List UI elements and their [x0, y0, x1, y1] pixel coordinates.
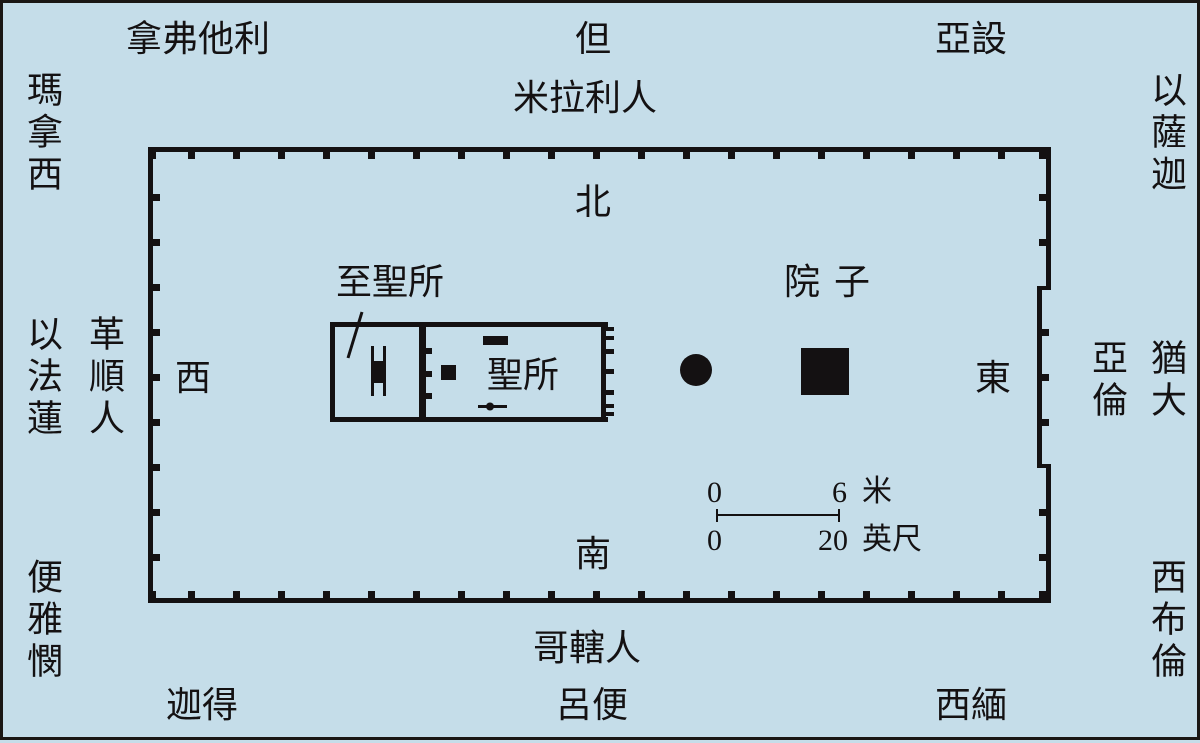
tribe-gad: 迦得 — [166, 685, 239, 726]
label-courtyard: 院子 — [784, 262, 885, 303]
tribe-ephraim: 以法蓮 — [21, 315, 62, 441]
courtyard-pillars — [148, 152, 1049, 598]
tribe-simeon: 西緬 — [935, 685, 1008, 726]
scale-bar — [716, 509, 840, 522]
clan-merarites: 米拉利人 — [513, 78, 658, 119]
tribe-issachar: 以薩迦 — [1145, 71, 1186, 197]
courtyard-wall-east-upper — [1046, 147, 1051, 289]
diagram-graphics — [148, 147, 1051, 603]
tabernacle-structure — [330, 322, 614, 422]
clan-aaron: 亞倫 — [1086, 339, 1127, 423]
scale-imperial-max: 20 — [818, 524, 848, 557]
incense-altar-icon — [441, 365, 456, 380]
label-most-holy-place: 至聖所 — [336, 262, 445, 303]
courtyard-wall-east-screen — [1037, 286, 1042, 468]
laver-icon — [680, 354, 712, 386]
clan-gershonites: 革順人 — [83, 315, 124, 441]
ark-of-covenant-icon — [371, 346, 386, 396]
scale-imperial-unit: 英尺 — [862, 522, 922, 557]
tribe-manasseh: 瑪拿西 — [21, 71, 62, 197]
tribe-zebulun: 西布倫 — [1145, 558, 1186, 684]
courtyard-wall-south — [148, 598, 1051, 603]
direction-south: 南 — [575, 534, 612, 575]
courtyard-wall-west — [148, 147, 153, 603]
tribe-asher: 亞設 — [935, 19, 1008, 60]
scale-metric-unit: 米 — [862, 474, 892, 509]
lampstand-icon — [478, 402, 507, 411]
tribe-dan: 但 — [575, 19, 612, 60]
tribe-reuben: 呂便 — [556, 685, 629, 726]
table-of-showbread-icon — [483, 336, 508, 345]
bronze-altar-icon — [801, 348, 849, 395]
direction-north: 北 — [575, 182, 612, 223]
direction-west: 西 — [175, 358, 212, 399]
veil-divider — [419, 322, 426, 422]
tribe-judah: 猶大 — [1145, 339, 1186, 423]
courtyard-wall-east-lower — [1046, 464, 1051, 603]
direction-east: 東 — [975, 358, 1012, 399]
tribe-naphtali: 拿弗他利 — [126, 19, 271, 60]
most-holy-place-leader — [346, 311, 364, 359]
courtyard-wall-north — [148, 147, 1051, 152]
label-holy-place: 聖所 — [487, 355, 560, 396]
tribe-benjamin: 便雅憫 — [21, 558, 62, 684]
scale-imperial-zero: 0 — [707, 524, 722, 557]
scale-metric-max: 6 — [832, 476, 847, 509]
scale-metric-zero: 0 — [707, 476, 722, 509]
clan-kohathites: 哥轄人 — [533, 628, 642, 669]
